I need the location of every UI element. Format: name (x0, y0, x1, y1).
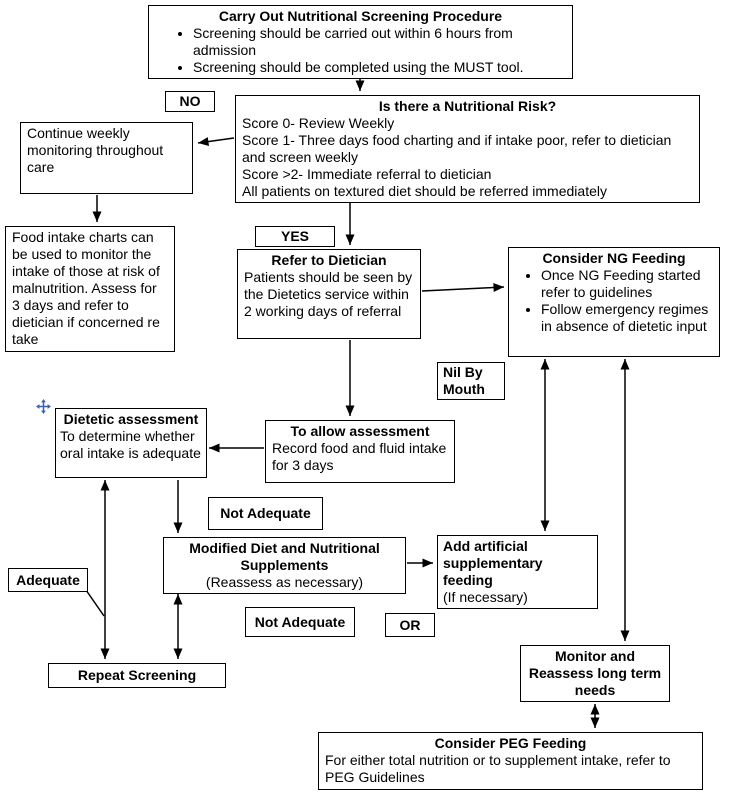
ng-feeding-bullet-2: Follow emergency regimes in absence of d… (541, 301, 713, 335)
node-monitor-reassess: Monitor and Reassess long term needs (520, 645, 670, 703)
node-allow-assessment: To allow assessment Record food and flui… (265, 420, 455, 483)
peg-feeding-title: Consider PEG Feeding (434, 735, 587, 751)
repeat-screening-title: Repeat Screening (77, 666, 197, 683)
dietetic-assessment-title: Dietetic assessment (63, 411, 199, 427)
node-risk-title: Is there a Nutritional Risk? (378, 98, 557, 114)
label-no: NO (165, 91, 215, 112)
label-adequate: Adequate (8, 568, 88, 592)
continue-monitoring-text: Continue weekly monitoring throughout ca… (27, 125, 164, 176)
modified-diet-subtitle: (Reassess as necessary) (205, 574, 364, 591)
node-ng-feeding: Consider NG Feeding Once NG Feeding star… (508, 247, 720, 357)
move-handle-icon[interactable] (36, 399, 51, 414)
node-dietetic-assessment: Dietetic assessment To determine whether… (55, 408, 207, 478)
risk-line-score0: Score 0- Review Weekly (242, 115, 395, 132)
node-screening-procedure: Carry Out Nutritional Screening Procedur… (148, 5, 573, 80)
node-nutritional-risk: Is there a Nutritional Risk? Score 0- Re… (235, 95, 700, 204)
label-or: OR (385, 613, 435, 637)
node-refer-dietician: Refer to Dietician Patients should be se… (237, 249, 421, 339)
connector-adequate-leader (85, 589, 105, 617)
ng-feeding-bullet-1: Once NG Feeding started refer to guideli… (541, 267, 713, 301)
screening-bullet-1: Screening should be carried out within 6… (193, 25, 566, 59)
arrow-refer-to-ng (421, 283, 505, 293)
node-artificial-feeding: Add artificial supplementary feeding (If… (437, 535, 598, 610)
label-yes: YES (255, 226, 335, 247)
label-not-adequate-upper: Not Adequate (208, 497, 323, 530)
node-food-intake-charts: Food intake charts can be used to monito… (5, 226, 175, 352)
risk-line-score1: Score 1- Three days food charting and if… (242, 132, 672, 166)
screening-bullet-2: Screening should be completed using the … (193, 59, 566, 76)
ng-feeding-bullet-list: Once NG Feeding started refer to guideli… (515, 267, 713, 335)
label-nil-by-mouth: Nil By Mouth (437, 362, 505, 400)
node-screening-title: Carry Out Nutritional Screening Procedur… (218, 8, 503, 24)
refer-dietician-title: Refer to Dietician (271, 252, 387, 268)
food-intake-text: Food intake charts can be used to monito… (12, 229, 160, 348)
ng-feeding-title: Consider NG Feeding (542, 250, 686, 266)
arrow-risk-to-continue (197, 137, 235, 147)
modified-diet-title: Modified Diet and Nutritional Supplement… (189, 540, 380, 574)
peg-feeding-text: For either total nutrition or to supplem… (325, 752, 671, 786)
risk-line-score2: Score >2- Immediate referral to dieticia… (242, 166, 492, 183)
screening-bullet-list: Screening should be carried out within 6… (155, 25, 566, 76)
artificial-feeding-subtitle: (If necessary) (443, 589, 528, 606)
allow-assessment-text: Record food and fluid intake for 3 days (272, 440, 447, 474)
artificial-feeding-title: Add artificial supplementary feeding (443, 538, 543, 589)
refer-dietician-text: Patients should be seen by the Dietetics… (244, 269, 413, 320)
allow-assessment-title: To allow assessment (290, 423, 430, 439)
risk-line-textured: All patients on textured diet should be … (242, 183, 607, 200)
dietetic-assessment-text: To determine whether oral intake is adeq… (60, 428, 201, 462)
node-continue-monitoring: Continue weekly monitoring throughout ca… (20, 122, 193, 194)
node-repeat-screening: Repeat Screening (48, 663, 226, 688)
label-not-adequate-lower: Not Adequate (245, 607, 355, 637)
node-modified-diet: Modified Diet and Nutritional Supplement… (163, 537, 406, 595)
monitor-reassess-title: Monitor and Reassess long term needs (528, 648, 662, 699)
node-peg-feeding: Consider PEG Feeding For either total nu… (318, 732, 703, 790)
